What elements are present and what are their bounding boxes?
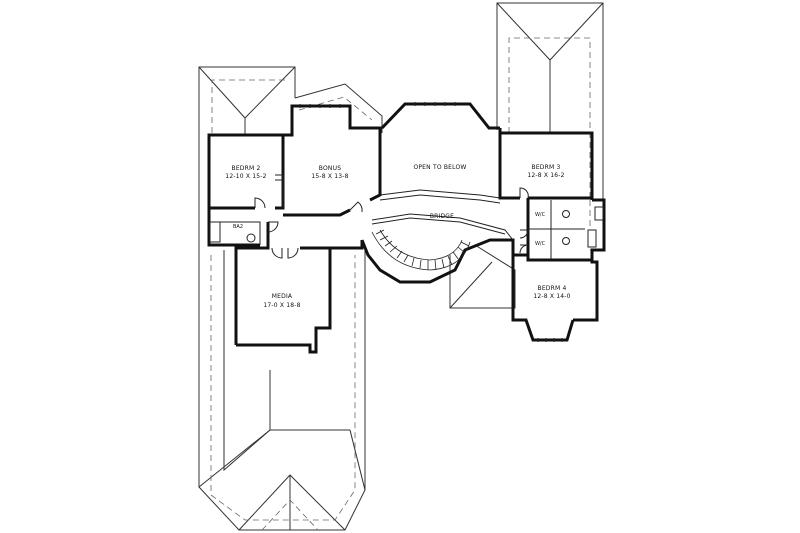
room-label-bonus: BONUS [319,165,341,172]
room-label-ba2: BA2 [233,224,243,230]
room-size-bedrm3: 12-8 X 16-2 [527,172,564,179]
bathroom-fixtures [209,206,604,248]
room-label-wic-upper: W/C [535,212,546,218]
room-size-media: 17-0 X 18-8 [263,302,300,309]
roof-outline-upper-left [198,66,383,245]
room-label-open-to-below: OPEN TO BELOW [413,164,466,171]
room-label-bedrm4: BEDRM 4 [538,285,567,292]
curved-stair [371,229,471,271]
sink-icon [594,206,604,221]
toilet-icon-lower [562,237,570,245]
room-label-bridge: BRIDGE [430,213,454,220]
roof-outline-right-lower [589,200,603,251]
tub-icon-right [587,229,597,248]
room-label-bedrm2: BEDRM 2 [232,165,261,172]
bridge-railing [371,189,514,241]
room-size-bedrm2: 12-10 X 15-2 [225,173,266,180]
interior-walls [209,128,592,262]
room-size-bonus: 15-8 X 13-8 [311,173,348,180]
roof-outline-upper-right [496,2,604,200]
roof-outline-stair-bay [449,244,516,309]
room-label-bedrm3: BEDRM 3 [532,164,561,171]
roof-outline-lower-wing [198,240,366,531]
window-ticks [299,102,563,342]
room-size-bedrm4: 12-8 X 14-0 [533,293,570,300]
tub-icon [209,221,221,243]
room-label-wic-lower: W/C [535,241,546,247]
toilet-icon [246,233,256,243]
room-label-media: MEDIA [272,293,293,300]
doors [254,179,529,259]
toilet-icon-upper [562,210,570,218]
exterior-walls [207,102,606,354]
